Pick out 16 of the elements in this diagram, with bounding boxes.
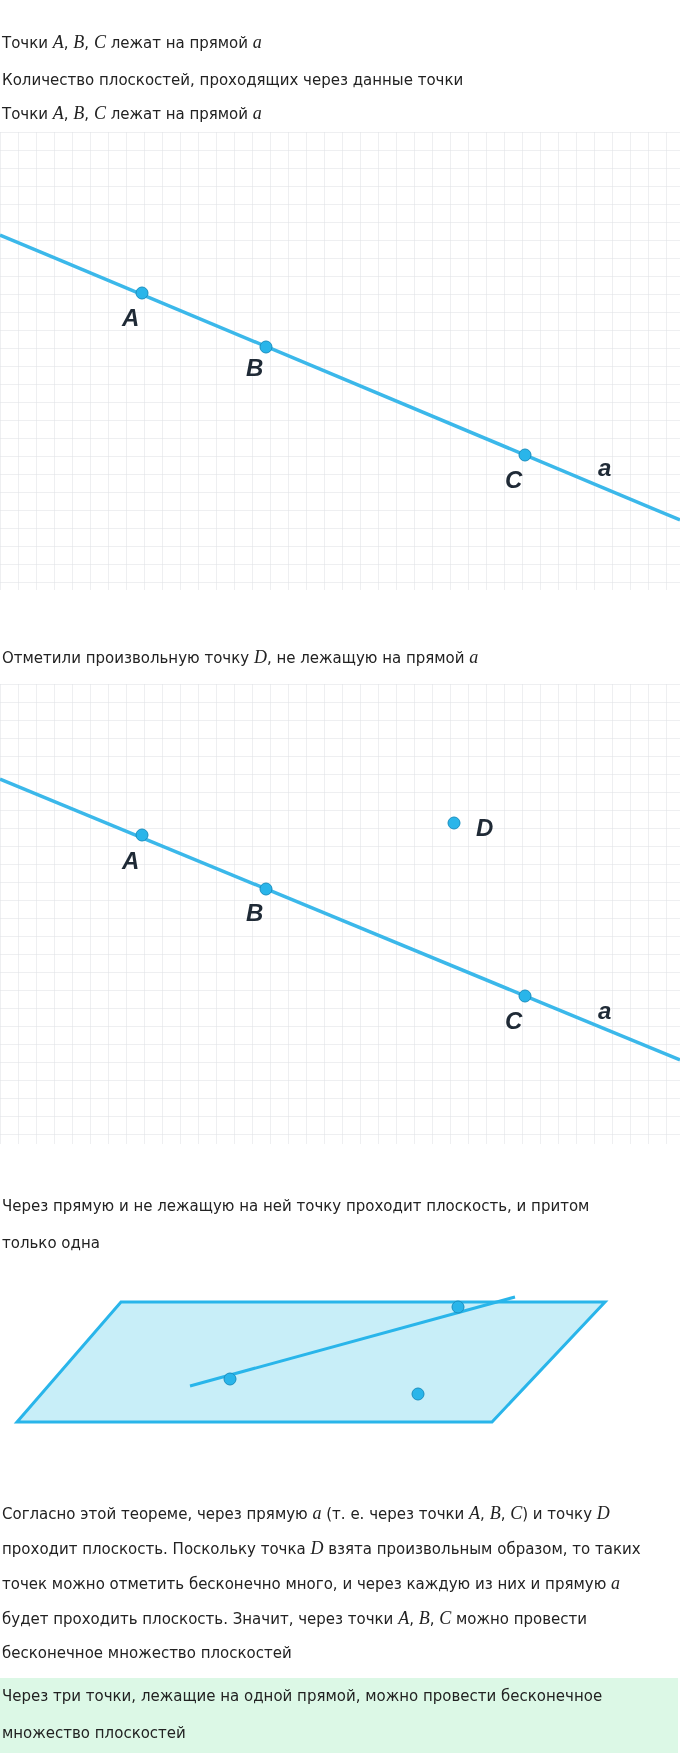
line-label: a [598, 998, 612, 1024]
line-label: a [598, 455, 612, 481]
point-label: D [476, 815, 494, 841]
theorem-text: Через прямую и не лежащую на ней точку проходит плоскость, и притом только одна [2, 1196, 591, 1254]
caption-text: Точки A, B, C лежат на прямой a [2, 103, 263, 124]
point-label: C [505, 1008, 523, 1034]
explanation-paragraph: Согласно этой теореме, через прямую a (т. е. через точки A, B, C) и точку D проходит плоскость. Поскольку точка D взята произвольным образом, то таких точек можно отметить бесконечно много, и через каждую из них и прямую a будет проходить плоскость. Значит, через точки A, B, C можно провести бесконечное множество плоскостей [2, 1502, 642, 1664]
heading-text: Количество плоскостей, проходящих через данные точки [2, 70, 465, 90]
conclusion-panel: Через три точки, лежащие на одной прямой, можно провести бесконечное множество плоскостей [0, 1678, 678, 1753]
point-label: A [122, 305, 140, 331]
caption-text: Точки A, B, C лежат на прямой a [2, 32, 263, 53]
caption-text: Отметили произвольную точку D, не лежащую на прямой a [2, 647, 480, 668]
point-label: A [122, 848, 140, 874]
point-label: B [246, 355, 264, 381]
point-label: B [246, 900, 264, 926]
point-label: C [505, 467, 523, 493]
